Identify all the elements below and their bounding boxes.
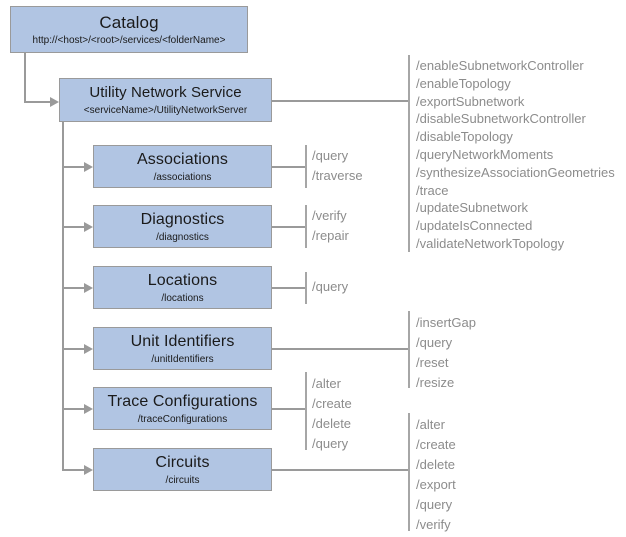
operation-item: /reset: [416, 355, 449, 370]
connector-catalog-down: [24, 53, 26, 101]
arrowhead-branch-circuits: [84, 465, 93, 475]
node-catalog[interactable]: Catalog http://<host>/<root>/services/<f…: [10, 6, 248, 53]
node-locations-title: Locations: [147, 271, 218, 289]
operation-bar-unit-identifiers: [408, 311, 410, 388]
connector-branch-associations: [62, 166, 84, 168]
arrowhead-branch-trace-configurations: [84, 404, 93, 414]
operation-item: /validateNetworkTopology: [416, 235, 565, 251]
node-unit-identifiers[interactable]: Unit Identifiers /unitIdentifiers: [93, 327, 272, 370]
node-utility-network-service-path: <serviceName>/UtilityNetworkServer: [83, 105, 248, 116]
operation-item: /query: [416, 335, 453, 350]
operation-bar-trace-configurations: [305, 372, 307, 450]
operation-list-circuits: /alter /create /delete /export /query /v…: [416, 415, 456, 535]
operation-item: /disableSubnetworkController: [416, 111, 586, 127]
arrowhead-branch-unit-identifiers: [84, 344, 93, 354]
connector-branch-trace-configurations: [62, 408, 84, 410]
operation-list-associations: /query /traverse: [312, 146, 363, 186]
connector-associations-to-operations: [272, 166, 306, 168]
node-circuits-title: Circuits: [155, 453, 210, 471]
operation-bar-root: [408, 55, 410, 252]
arrowhead-branch-locations: [84, 283, 93, 293]
operation-item: /synthesizeAssociationGeometries: [416, 164, 615, 180]
node-circuits[interactable]: Circuits /circuits: [93, 448, 272, 491]
operation-item: /query: [312, 279, 349, 294]
connector-branch-diagnostics: [62, 226, 84, 228]
connector-catalog-to-root: [24, 101, 50, 103]
operation-item: /delete: [312, 416, 352, 431]
operation-list-root: /enableSubnetworkController /enableTopol…: [416, 57, 615, 253]
operation-item: /insertGap: [416, 315, 476, 330]
node-associations-path: /associations: [153, 171, 212, 183]
connector-locations-to-operations: [272, 287, 306, 289]
node-utility-network-service-title: Utility Network Service: [89, 84, 242, 101]
arrowhead-branch-associations: [84, 162, 93, 172]
operation-item: /disableTopology: [416, 129, 513, 145]
operation-item: /query: [312, 148, 349, 163]
operation-item: /repair: [312, 228, 349, 243]
node-unit-identifiers-path: /unitIdentifiers: [151, 353, 214, 365]
operation-item: /query: [312, 436, 349, 451]
operation-bar-locations: [305, 272, 307, 304]
node-trace-configurations-path: /traceConfigurations: [137, 413, 228, 425]
operation-item: /alter: [416, 417, 445, 432]
operation-item: /updateSubnetwork: [416, 200, 529, 216]
operation-item: /query: [416, 497, 453, 512]
node-diagnostics-title: Diagnostics: [140, 210, 225, 228]
connector-circuits-to-operations: [272, 469, 409, 471]
operation-item: /create: [416, 437, 456, 452]
node-unit-identifiers-title: Unit Identifiers: [130, 332, 235, 350]
node-utility-network-service[interactable]: Utility Network Service <serviceName>/Ut…: [59, 78, 272, 122]
connector-branch-locations: [62, 287, 84, 289]
operation-list-locations: /query: [312, 277, 348, 297]
node-diagnostics[interactable]: Diagnostics /diagnostics: [93, 205, 272, 248]
operation-item: /verify: [416, 517, 451, 532]
operation-item: /queryNetworkMoments: [416, 146, 554, 162]
operation-item: /exportSubnetwork: [416, 93, 525, 109]
node-associations-title: Associations: [136, 150, 229, 168]
operation-item: /resize: [416, 375, 455, 390]
operation-list-diagnostics: /verify /repair: [312, 206, 349, 246]
connector-branch-circuits: [62, 469, 84, 471]
node-trace-configurations-title: Trace Configurations: [107, 392, 258, 410]
node-circuits-path: /circuits: [165, 474, 200, 486]
connector-trunk-vertical: [62, 122, 64, 469]
operation-item: /enableTopology: [416, 75, 511, 91]
node-locations[interactable]: Locations /locations: [93, 266, 272, 309]
operation-item: /verify: [312, 208, 347, 223]
node-trace-configurations[interactable]: Trace Configurations /traceConfiguration…: [93, 387, 272, 430]
operation-list-trace-configurations: /alter /create /delete /query: [312, 374, 352, 454]
arrowhead-branch-diagnostics: [84, 222, 93, 232]
connector-diagnostics-to-operations: [272, 226, 306, 228]
node-locations-path: /locations: [161, 292, 204, 304]
operation-item: /export: [416, 477, 456, 492]
node-associations[interactable]: Associations /associations: [93, 145, 272, 188]
node-catalog-title: Catalog: [99, 12, 159, 32]
node-diagnostics-path: /diagnostics: [156, 231, 209, 243]
operation-item: /updateIsConnected: [416, 218, 533, 234]
operation-item: /traverse: [312, 168, 363, 183]
operation-bar-associations: [305, 145, 307, 188]
connector-trace-configurations-to-operations: [272, 408, 306, 410]
connector-unit-identifiers-to-operations: [272, 348, 409, 350]
operation-item: /enableSubnetworkController: [416, 58, 584, 73]
operation-list-unit-identifiers: /insertGap /query /reset /resize: [416, 313, 476, 393]
operation-bar-diagnostics: [305, 205, 307, 248]
operation-item: /trace: [416, 182, 449, 198]
operation-bar-circuits: [408, 413, 410, 531]
arrowhead-catalog-to-root: [50, 97, 59, 107]
node-catalog-path: http://<host>/<root>/services/<folderNam…: [32, 34, 226, 46]
operation-item: /delete: [416, 457, 456, 472]
operation-item: /alter: [312, 376, 341, 391]
operation-item: /create: [312, 396, 352, 411]
connector-root-to-operations: [272, 100, 409, 102]
connector-branch-unit-identifiers: [62, 348, 84, 350]
